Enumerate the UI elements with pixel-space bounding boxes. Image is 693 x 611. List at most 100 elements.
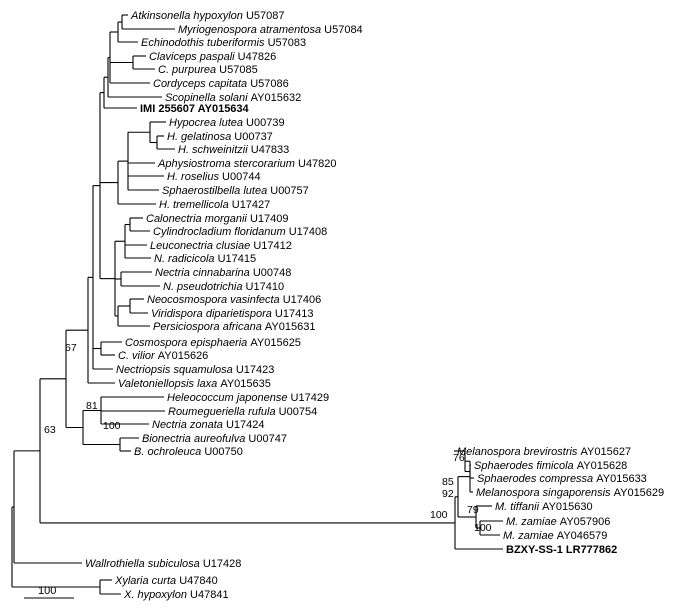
scale-bar-label: 100 (38, 585, 56, 597)
species-name: H. schweinitzii (178, 144, 251, 156)
species-name: B. ochroleuca (134, 446, 204, 458)
taxon-label: C. vilior AY015626 (118, 350, 208, 362)
bootstrap-81: 81 (86, 400, 98, 412)
accession-number: AY015631 (265, 321, 316, 333)
species-name: H. gelatinosa (167, 131, 234, 143)
accession-number: AY015628 (577, 460, 628, 472)
accession-number: U17413 (275, 308, 314, 320)
accession-number: U00757 (270, 185, 309, 197)
species-name: H. roselius (167, 171, 222, 183)
species-name: Melanospora singaporensis (476, 487, 614, 499)
taxon-label: Calonectria morganii U17409 (146, 213, 288, 225)
species-name: M. zamiae (503, 530, 557, 542)
accession-number: U17406 (283, 294, 322, 306)
accession-number: U17409 (250, 213, 289, 225)
taxon-label: Heleococcum japonense U17429 (167, 392, 329, 404)
accession-number: U17423 (236, 364, 275, 376)
accession-number: AY015633 (596, 473, 647, 485)
accession-number: AY015630 (542, 501, 593, 513)
taxon-label: IMI 255607 AY015634 (140, 103, 250, 115)
taxon-label: M. zamiae AY057906 (506, 516, 610, 528)
accession-number: U47826 (238, 51, 277, 63)
taxon-label: M. zamiae AY046579 (503, 530, 607, 542)
bootstrap-100-melanospora: 100 (430, 509, 448, 521)
accession-number: U17429 (291, 392, 330, 404)
bootstrap-100-zamiae: 100 (474, 522, 492, 534)
accession-number: AY015632 (251, 92, 302, 104)
taxon-label: Melanospora singaporensis AY015629 (476, 487, 664, 499)
accession-number: U17408 (289, 226, 328, 238)
taxon-label: N. pseudotrichia U17410 (163, 281, 284, 293)
bootstrap-76: 76 (453, 452, 465, 464)
taxon-label: Claviceps paspali U47826 (149, 51, 276, 63)
accession-number: IMI 255607 AY015634 (140, 103, 250, 115)
accession-number: U47840 (179, 575, 218, 587)
taxon-label: Valetoniellopsis laxa AY015635 (118, 378, 271, 390)
taxon-label: H. roselius U00744 (167, 171, 261, 183)
species-name: Valetoniellopsis laxa (118, 378, 220, 390)
accession-number: AY015625 (250, 337, 301, 349)
taxon-label: Myriogenospora atramentosa U57084 (178, 24, 363, 36)
species-name: Aphysiostroma stercorarium (157, 158, 298, 170)
species-name: Roumegueriella rufula (168, 406, 279, 418)
bootstrap-100-bionectria: 100 (103, 420, 121, 432)
taxon-label: Hypocrea lutea U00739 (169, 117, 285, 129)
species-name: Nectria cinnabarina (155, 267, 253, 279)
accession-number: AY057906 (560, 516, 611, 528)
species-name: Cordyceps capitata (153, 78, 250, 90)
accession-number: U00737 (234, 131, 273, 143)
taxon-label: Sphaerodes compressa AY015633 (477, 473, 647, 485)
species-name: Sphaerodes fimicola (474, 460, 577, 472)
taxon-label: Cylindrocladium floridanum U17408 (153, 226, 327, 238)
species-name: N. radicicola (154, 253, 218, 265)
accession-number: U00748 (253, 267, 292, 279)
species-name: Atkinsonella hypoxylon (130, 10, 246, 22)
accession-number: U00754 (279, 406, 318, 418)
species-name: Claviceps paspali (149, 51, 238, 63)
accession-number: U17428 (203, 558, 242, 570)
taxon-label: BZXY-SS-1 LR777862 (506, 544, 617, 556)
taxon-label: M. tiffanii AY015630 (495, 501, 593, 513)
taxon-label: Sphaerostilbella lutea U00757 (162, 185, 309, 197)
species-name: Scopinella solani (165, 92, 251, 104)
taxon-label: Melanospora brevirostris AY015627 (457, 446, 631, 458)
tree-branches (11, 14, 503, 595)
taxon-label: Nectria cinnabarina U00748 (155, 267, 291, 279)
species-name: Hypocrea lutea (169, 117, 246, 129)
accession-number: U00750 (204, 446, 243, 458)
taxon-label: B. ochroleuca U00750 (134, 446, 243, 458)
species-name: Sphaerodes compressa (477, 473, 596, 485)
taxon-label: N. radicicola U17415 (154, 253, 256, 265)
taxon-label: H. tremellicola U17427 (159, 199, 270, 211)
accession-number: U57084 (324, 24, 363, 36)
bootstrap-67: 67 (65, 342, 77, 354)
taxon-label: Aphysiostroma stercorarium U47820 (157, 158, 337, 170)
species-name: C. vilior (118, 350, 158, 362)
taxon-label: Sphaerodes fimicola AY015628 (474, 460, 627, 472)
taxon-label: C. purpurea U57085 (158, 64, 258, 76)
accession-number: AY015635 (220, 378, 271, 390)
species-name: M. zamiae (506, 516, 560, 528)
accession-number: U57086 (250, 78, 289, 90)
taxon-labels: Atkinsonella hypoxylon U57087Myriogenosp… (85, 10, 664, 601)
species-name: Bionectria aureofulva (142, 433, 248, 445)
species-name: N. pseudotrichia (163, 281, 246, 293)
species-name: C. purpurea (158, 64, 219, 76)
accession-number: U47833 (251, 144, 290, 156)
taxon-label: Neocosmospora vasinfecta U17406 (147, 294, 321, 306)
species-name: Nectriopsis squamulosa (116, 364, 236, 376)
species-name: Neocosmospora vasinfecta (147, 294, 283, 306)
accession-number: U57083 (268, 37, 307, 49)
accession-number: BZXY-SS-1 LR777862 (506, 544, 617, 556)
accession-number: U17412 (253, 240, 292, 252)
species-name: Calonectria morganii (146, 213, 250, 225)
accession-number: AY015626 (158, 350, 209, 362)
accession-number: AY015627 (581, 446, 632, 458)
accession-number: U57087 (246, 10, 285, 22)
taxon-label: X. hypoxylon U47841 (123, 589, 229, 601)
taxon-label: Roumegueriella rufula U00754 (168, 406, 317, 418)
species-name: Melanospora brevirostris (457, 446, 581, 458)
species-name: H. tremellicola (159, 199, 232, 211)
taxon-label: Cordyceps capitata U57086 (153, 78, 289, 90)
taxon-label: Wallrothiella subiculosa U17428 (85, 558, 241, 570)
